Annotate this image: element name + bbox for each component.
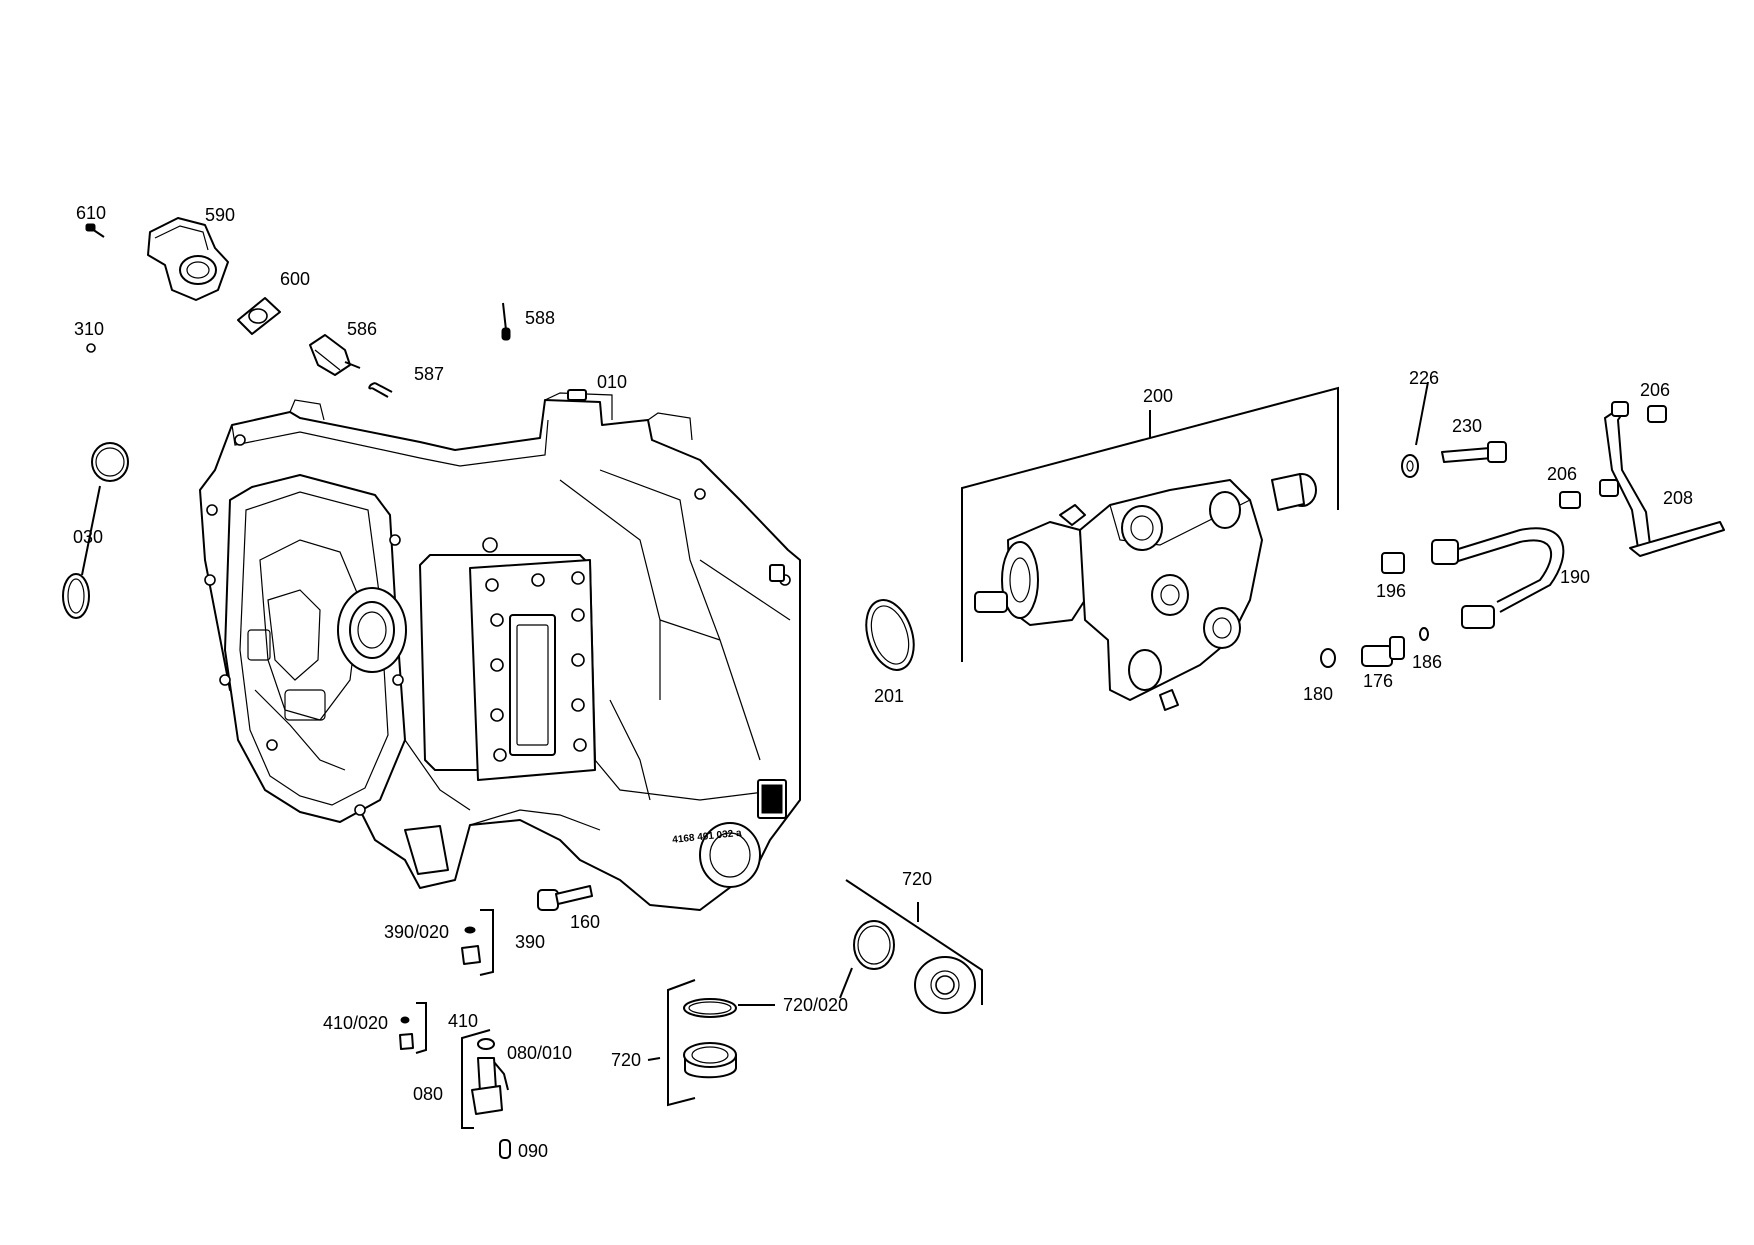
label-208: 208 [1663, 488, 1693, 508]
label-190: 190 [1560, 567, 1590, 587]
label-600: 600 [280, 269, 310, 289]
label-610: 610 [76, 203, 106, 223]
part-600-gasket [237, 297, 281, 335]
cover-bolt-holes [482, 537, 587, 762]
label-720-top: 720 [902, 869, 932, 889]
part-206-fitting-a [1647, 405, 1667, 423]
part-176-fitting [1361, 636, 1405, 667]
label-160: 160 [570, 912, 600, 932]
part-720-ring-group [647, 979, 775, 1107]
part-226-washer [1401, 381, 1429, 478]
label-206-mid: 206 [1547, 464, 1577, 484]
part-030-plug [62, 442, 129, 619]
part-206-fitting-b [1559, 491, 1581, 509]
part-190-hose [1431, 527, 1565, 629]
part-588-pin [501, 302, 511, 341]
label-201: 201 [874, 686, 904, 706]
label-186: 186 [1412, 652, 1442, 672]
label-410: 410 [448, 1011, 478, 1031]
label-226: 226 [1409, 368, 1439, 388]
label-230: 230 [1452, 416, 1482, 436]
label-080: 080 [413, 1084, 443, 1104]
label-720-020: 720/020 [783, 995, 848, 1015]
label-390-020: 390/020 [384, 922, 449, 942]
part-090-screw [499, 1139, 511, 1159]
label-196: 196 [1376, 581, 1406, 601]
label-588: 588 [525, 308, 555, 328]
label-010: 010 [597, 372, 627, 392]
part-610-screw [85, 223, 105, 238]
transmission-housing: 4168 401 032 a [199, 389, 801, 911]
label-200: 200 [1143, 386, 1173, 406]
label-590: 590 [205, 205, 235, 225]
label-720-left: 720 [611, 1050, 641, 1070]
label-390: 390 [515, 932, 545, 952]
label-206-top: 206 [1640, 380, 1670, 400]
part-587-clip [368, 382, 393, 398]
part-410-group [399, 1002, 427, 1054]
part-390-group [461, 909, 494, 976]
part-186-ring [1419, 627, 1429, 641]
label-176: 176 [1363, 671, 1393, 691]
part-201-o-ring [865, 599, 915, 671]
part-180-ring [1320, 648, 1336, 668]
label-587: 587 [414, 364, 444, 384]
label-310: 310 [74, 319, 104, 339]
label-030: 030 [73, 527, 103, 547]
label-410-020: 410/020 [323, 1013, 388, 1033]
part-230-bolt [1441, 441, 1507, 463]
part-196-fitting [1381, 552, 1405, 574]
part-310-ball [86, 343, 96, 353]
part-720-seal-group [839, 879, 983, 1014]
part-080-group [461, 1029, 509, 1129]
part-586-sensor [309, 334, 361, 376]
part-590-cover [147, 217, 229, 301]
part-160-bolt [537, 885, 593, 911]
label-180: 180 [1303, 684, 1333, 704]
callout-labels: 610 590 600 310 586 588 587 010 030 200 … [73, 203, 1693, 1161]
label-586: 586 [347, 319, 377, 339]
part-200-assembly [961, 386, 1339, 711]
label-090: 090 [518, 1141, 548, 1161]
part-208-bracket [1599, 401, 1725, 557]
label-080-010: 080/010 [507, 1043, 572, 1063]
